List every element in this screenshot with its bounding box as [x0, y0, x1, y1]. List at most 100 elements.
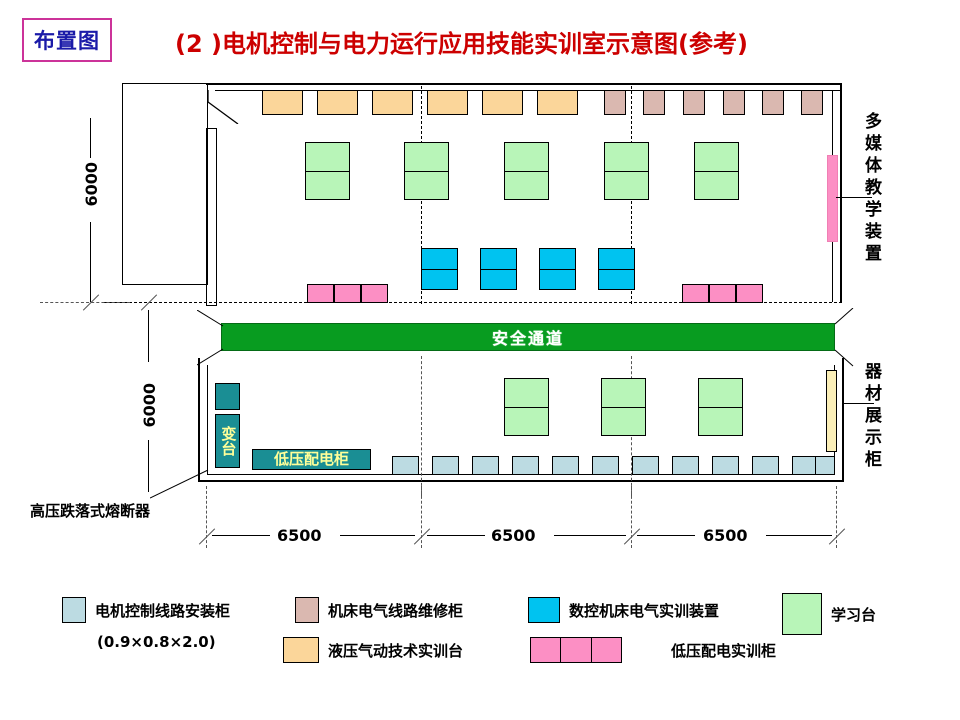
- transformer-label: 变台: [219, 426, 238, 456]
- dim-upper-ext-line-top: [90, 118, 91, 158]
- lv-training-cabinet: [682, 284, 709, 303]
- cnc-training-unit: [421, 248, 458, 290]
- transformer-label-block: 变台: [215, 414, 240, 468]
- hydraulic-bench: [262, 90, 303, 115]
- dim-lower-ext-line-top: [148, 310, 149, 362]
- dim-chain-line-3b: [766, 535, 832, 536]
- lv-training-cabinet: [307, 284, 334, 303]
- lv-switchgear-cabinet: 低压配电柜: [252, 449, 371, 470]
- dim-chain-label-2: 6500: [491, 526, 536, 545]
- legend-item: 学习台: [782, 593, 876, 635]
- lv-training-cabinet: [361, 284, 388, 303]
- multimedia-teaching-device: [827, 155, 838, 242]
- motor-control-cabinet: [815, 456, 835, 475]
- legend-item: 机床电气线路维修柜: [295, 597, 463, 623]
- equipment-display-cabinet: [826, 370, 837, 452]
- title-badge-label: 布置图: [34, 29, 100, 53]
- dim-chain-line-3a: [637, 535, 695, 536]
- page-title: (2 )电机控制与电力运行应用技能实训室示意图(参考): [175, 30, 748, 58]
- lv-switchgear-label: 低压配电柜: [273, 449, 349, 468]
- study-table: [404, 142, 449, 200]
- study-table: [698, 378, 743, 436]
- aisle-corner-mark-left: [196, 309, 225, 328]
- aisle-corner-mark-right: [833, 307, 855, 326]
- motor-control-cabinet: [672, 456, 699, 475]
- dim-chain-ext-2: [631, 486, 632, 548]
- upper-partition-column: [206, 128, 217, 306]
- dim-chain-tick-3: [828, 528, 846, 545]
- dim-chain-tick-0: [198, 528, 216, 545]
- machine-repair-cabinet: [643, 90, 665, 115]
- title-badge: 布置图: [22, 18, 112, 62]
- motor-control-cabinet: [752, 456, 779, 475]
- hydraulic-bench: [427, 90, 468, 115]
- legend-swatch-cell: [592, 638, 621, 662]
- legend-item: 液压气动技术实训台: [283, 637, 463, 663]
- legend-swatch-hydraulic-bench: [283, 637, 319, 663]
- aisle-corner-mark-left-lower: [196, 348, 225, 366]
- dim-chain-line-1b: [340, 535, 415, 536]
- hydraulic-bench: [482, 90, 523, 115]
- legend-swatch-cell: [561, 638, 592, 662]
- legend-label: 液压气动技术实训台: [328, 641, 464, 660]
- motor-control-cabinet: [432, 456, 459, 475]
- upper-room-top-wall: [206, 83, 842, 85]
- hydraulic-bench: [537, 90, 578, 115]
- machine-repair-cabinet: [604, 90, 626, 115]
- study-table: [604, 142, 649, 200]
- legend: 电机控制线路安装柜 (0.9×0.8×2.0) 机床电气线路维修柜 液压气动技术…: [0, 575, 960, 685]
- motor-control-cabinet: [392, 456, 419, 475]
- machine-repair-cabinet: [801, 90, 823, 115]
- dim-chain-line-2a: [427, 535, 485, 536]
- cnc-training-unit: [539, 248, 576, 290]
- legend-swatch-study-table: [782, 593, 822, 635]
- dim-chain-ext-0: [206, 486, 207, 548]
- legend-swatch-lv-training-cabinet: [530, 637, 622, 663]
- study-table: [694, 142, 739, 200]
- study-table: [305, 142, 350, 200]
- lower-room-left-inner-line: [207, 365, 208, 475]
- dim-lower-label: 6000: [140, 383, 159, 428]
- legend-label: 数控机床电气实训装置: [569, 601, 720, 620]
- lv-training-cabinet: [736, 284, 763, 303]
- vestibule-outline: [122, 83, 208, 285]
- legend-item: 低压配电实训柜: [530, 637, 776, 663]
- upper-room-bottom-boundary: [104, 302, 842, 303]
- safety-aisle-label: 安全通道: [491, 329, 564, 348]
- cnc-training-unit: [598, 248, 635, 290]
- legend-label: 学习台: [831, 605, 877, 624]
- motor-control-cabinet: [712, 456, 739, 475]
- legend-swatch-motor-cabinet: [62, 597, 86, 623]
- legend-label: 电机控制线路安装柜: [95, 601, 231, 620]
- dim-chain-line-1a: [212, 535, 270, 536]
- multimedia-caption: 多媒体教学装置: [861, 112, 881, 266]
- dim-chain-tick-2: [623, 528, 641, 545]
- motor-control-cabinet: [552, 456, 579, 475]
- motor-control-cabinet: [472, 456, 499, 475]
- machine-repair-cabinet: [723, 90, 745, 115]
- legend-sublabel-item: (0.9×0.8×2.0): [97, 633, 216, 651]
- lv-training-cabinet: [334, 284, 361, 303]
- dim-chain-line-2b: [554, 535, 626, 536]
- lower-room-bottom-wall: [198, 480, 844, 482]
- dim-chain-ext-3: [836, 486, 837, 548]
- safety-aisle: 安全通道: [221, 323, 835, 351]
- display-cabinet-leader-line: [844, 403, 874, 404]
- motor-control-cabinet: [512, 456, 539, 475]
- motor-control-cabinet: [632, 456, 659, 475]
- study-table: [504, 378, 549, 436]
- upper-room-top-inner-line: [215, 90, 840, 91]
- machine-repair-cabinet: [762, 90, 784, 115]
- dim-chain-tick-1: [413, 528, 431, 545]
- dim-chain-label-1: 6500: [277, 526, 322, 545]
- lower-room-right-wall: [842, 358, 844, 482]
- legend-item: 电机控制线路安装柜: [62, 597, 230, 623]
- upper-room-right-wall: [840, 83, 842, 303]
- cnc-training-unit: [480, 248, 517, 290]
- dim-chain-ext-1: [421, 486, 422, 548]
- machine-repair-cabinet: [683, 90, 705, 115]
- section-boundary-line: [40, 302, 130, 303]
- legend-label: 机床电气线路维修柜: [328, 601, 464, 620]
- hv-fuse-label: 高压跌落式熔断器: [30, 502, 151, 520]
- motor-control-cabinet: [592, 456, 619, 475]
